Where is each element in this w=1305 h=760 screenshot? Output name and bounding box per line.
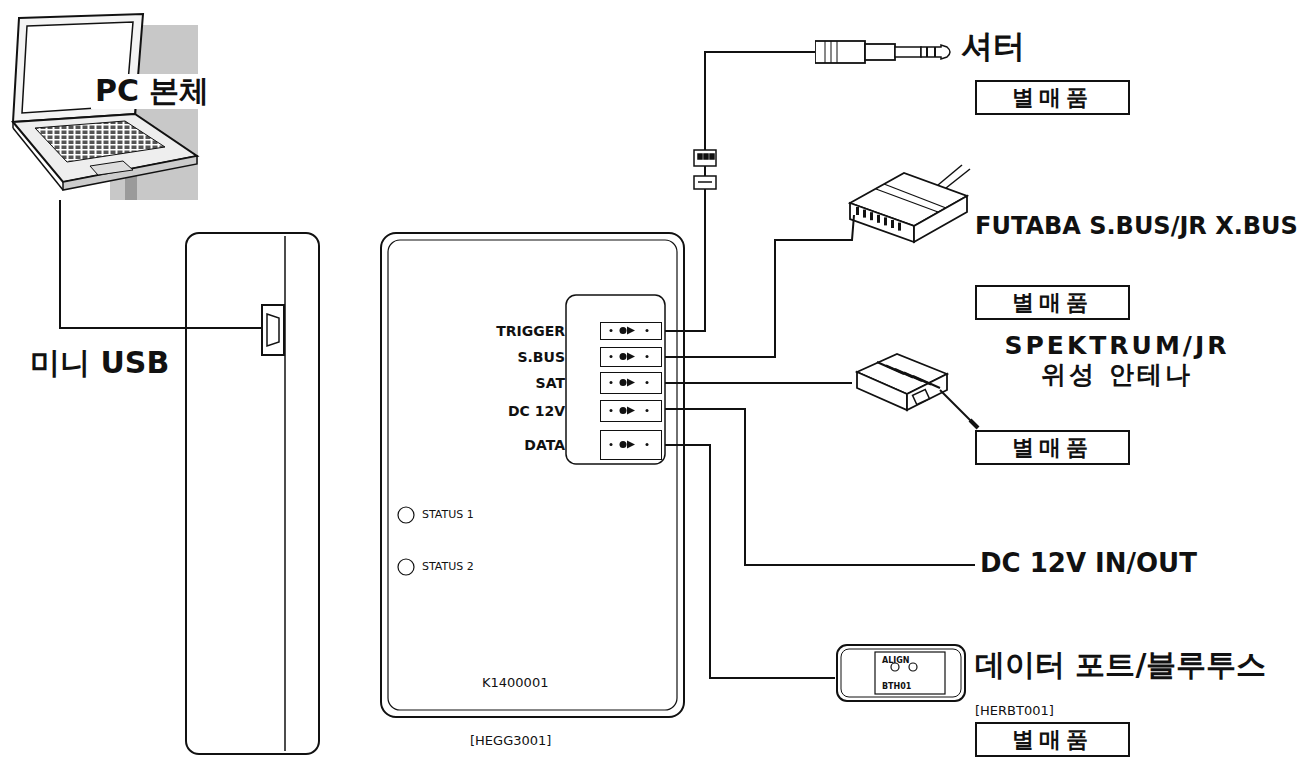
optional-part-box: 별매품 bbox=[975, 430, 1130, 465]
port-detail bbox=[601, 348, 663, 365]
pc-laptop: PC 본체 bbox=[5, 10, 275, 200]
shutter-cable: 셔터 bbox=[815, 26, 1060, 74]
part-label: 셔터 bbox=[961, 28, 1025, 65]
device-side-illustration bbox=[185, 232, 320, 755]
wire-connector bbox=[694, 150, 716, 189]
port-label: DC 12V bbox=[508, 403, 565, 419]
shutter-plug-illustration bbox=[815, 26, 955, 74]
pin-row bbox=[856, 207, 901, 231]
port-detail bbox=[601, 401, 663, 420]
part-label: 미니 USB bbox=[30, 346, 169, 381]
bluetooth-module-illustration bbox=[835, 640, 970, 706]
part-label: [HERBT001] bbox=[975, 704, 1054, 719]
optional-tag: 별매품 bbox=[1012, 433, 1093, 463]
part-label: FUTABA S.BUS/JR X.BUS bbox=[975, 213, 1298, 241]
part-label: 데이터 포트/블루투스 bbox=[975, 648, 1266, 683]
device-text: [HEGG3001] bbox=[470, 734, 551, 749]
port-detail bbox=[601, 373, 663, 392]
power-label: DC 12V IN/OUT bbox=[980, 549, 1197, 578]
device-text: STATUS 1 bbox=[422, 509, 474, 522]
port-label: S.BUS bbox=[517, 349, 565, 365]
port-connector: DATA bbox=[600, 430, 662, 460]
optional-part-box: 별매품 bbox=[975, 80, 1130, 115]
part-label: SPEKTRUM/JR 위성 안테나 bbox=[992, 332, 1242, 390]
port-label: TRIGGER bbox=[496, 323, 565, 339]
sbus-receiver: FUTABA S.BUS/JR X.BUS bbox=[840, 163, 1295, 247]
gps-module-housing: STATUS 1STATUS 2K1400001[HEGG3001]TRIGGE… bbox=[380, 232, 685, 718]
device-side-view: 미니 USB bbox=[185, 232, 320, 755]
port-detail bbox=[601, 431, 663, 458]
port-detail bbox=[601, 323, 663, 338]
part-label: PC 본체 bbox=[91, 74, 213, 109]
receiver-illustration bbox=[840, 163, 975, 247]
optional-tag: 별매품 bbox=[1012, 83, 1093, 113]
brand-mark: ALIGN bbox=[882, 657, 910, 666]
optional-tag: 별매품 bbox=[1012, 288, 1093, 318]
cable-connector bbox=[662, 240, 840, 357]
port-connector: SAT bbox=[600, 372, 662, 394]
fin-row bbox=[877, 362, 940, 388]
port-label: SAT bbox=[536, 375, 565, 391]
cable-connector bbox=[662, 382, 852, 384]
power-wire bbox=[660, 409, 975, 565]
port-connector: DC 12V bbox=[600, 400, 662, 422]
satellite-antenna-illustration bbox=[852, 332, 987, 432]
model-mark: BTH01 bbox=[882, 683, 911, 692]
port-connector: S.BUS bbox=[600, 347, 662, 367]
cable-connector bbox=[662, 445, 835, 678]
satellite-antenna: SPEKTRUM/JR 위성 안테나 bbox=[852, 332, 1292, 432]
optional-tag: 별매품 bbox=[1012, 725, 1093, 755]
cable-connector bbox=[60, 200, 185, 328]
optional-part-box: 별매품 bbox=[975, 285, 1130, 320]
device-text: STATUS 2 bbox=[422, 561, 474, 574]
port-connector: TRIGGER bbox=[600, 322, 662, 340]
optional-part-box: 별매품 bbox=[975, 722, 1130, 757]
device-front-detail bbox=[380, 232, 685, 718]
port-label: DATA bbox=[524, 437, 565, 453]
device-text: K1400001 bbox=[482, 676, 548, 691]
